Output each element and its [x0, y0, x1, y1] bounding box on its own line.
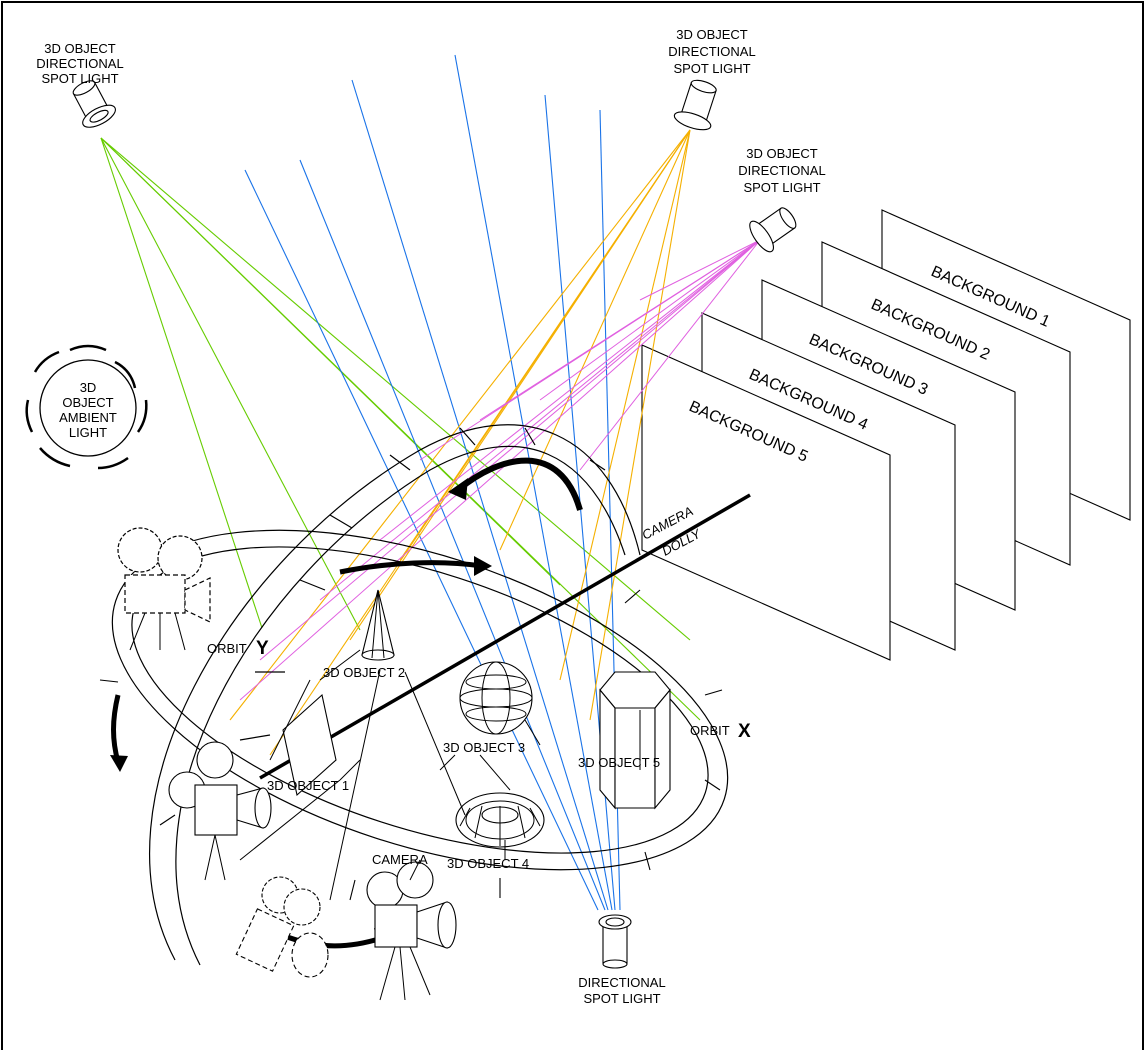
- svg-text:DIRECTIONAL: DIRECTIONAL: [36, 56, 123, 71]
- object-3-label: 3D OBJECT 3: [443, 740, 525, 755]
- orbit-x-axis: X: [738, 721, 751, 742]
- object-5-label: 3D OBJECT 5: [578, 755, 660, 770]
- object-2-label: 3D OBJECT 2: [323, 665, 405, 680]
- background-panel-5: [641, 344, 891, 661]
- green-light-rays: [100, 137, 701, 721]
- svg-text:3D OBJECT: 3D OBJECT: [676, 27, 748, 42]
- svg-text:SPOT LIGHT: SPOT LIGHT: [583, 991, 660, 1006]
- movie-camera-icon: [168, 741, 272, 881]
- object-4-label: 3D OBJECT 4: [447, 856, 529, 871]
- spot-light-icon: [72, 80, 116, 128]
- spot-light-icon: [673, 79, 717, 131]
- svg-text:SPOT LIGHT: SPOT LIGHT: [41, 71, 118, 86]
- bottom-spot-label: DIRECTIONAL SPOT LIGHT: [578, 975, 665, 1006]
- svg-text:3D OBJECT: 3D OBJECT: [44, 41, 116, 56]
- camera-dolly-rail: [259, 493, 751, 780]
- 3d-object-2-cone: [361, 589, 395, 661]
- orbit-y-axis: Y: [256, 638, 269, 659]
- curved-arrow-icon: [448, 457, 583, 511]
- svg-text:AMBIENT: AMBIENT: [59, 410, 117, 425]
- spot-light-icon: [749, 207, 797, 253]
- ambient-light-icon: [25, 344, 148, 470]
- 3d-object-1-plane: [282, 693, 337, 797]
- 3d-object-5-prism: [599, 671, 671, 810]
- svg-text:LIGHT: LIGHT: [69, 425, 107, 440]
- svg-text:3D: 3D: [80, 380, 97, 395]
- svg-text:DIRECTIONAL: DIRECTIONAL: [668, 44, 755, 59]
- camera-label: CAMERA: [372, 852, 428, 867]
- spot-right-label: 3D OBJECT DIRECTIONAL SPOT LIGHT: [738, 146, 825, 195]
- orbit-y-prefix: ORBIT: [207, 641, 247, 656]
- svg-text:DIRECTIONAL: DIRECTIONAL: [738, 163, 825, 178]
- 3d-object-3-sphere: [459, 661, 533, 735]
- orange-light-rays: [229, 129, 691, 756]
- spot-light-icon: [598, 914, 632, 969]
- callout-lines: [239, 649, 641, 901]
- svg-text:OBJECT: OBJECT: [62, 395, 113, 410]
- spot-top-right-label: 3D OBJECT DIRECTIONAL SPOT LIGHT: [668, 27, 755, 76]
- object-1-label: 3D OBJECT 1: [267, 778, 349, 793]
- movie-camera-icon: [366, 861, 457, 1001]
- svg-text:3D OBJECT: 3D OBJECT: [746, 146, 818, 161]
- magenta-light-rays: [239, 239, 761, 701]
- orbit-y-track: [149, 424, 641, 966]
- movie-camera-icon: [117, 527, 211, 651]
- 3d-object-4-torus: [455, 792, 545, 848]
- orbit-x-arrow-icon: [339, 556, 492, 576]
- svg-text:SPOT LIGHT: SPOT LIGHT: [743, 180, 820, 195]
- spot-left-label: 3D OBJECT DIRECTIONAL SPOT LIGHT: [36, 41, 123, 86]
- ambient-light-label: 3D OBJECT AMBIENT LIGHT: [59, 380, 117, 440]
- orbit-y-arrow-icon: [110, 694, 128, 772]
- orbit-x-prefix: ORBIT: [690, 723, 730, 738]
- svg-text:SPOT LIGHT: SPOT LIGHT: [673, 61, 750, 76]
- svg-text:DIRECTIONAL: DIRECTIONAL: [578, 975, 665, 990]
- movie-camera-icon: [235, 876, 329, 978]
